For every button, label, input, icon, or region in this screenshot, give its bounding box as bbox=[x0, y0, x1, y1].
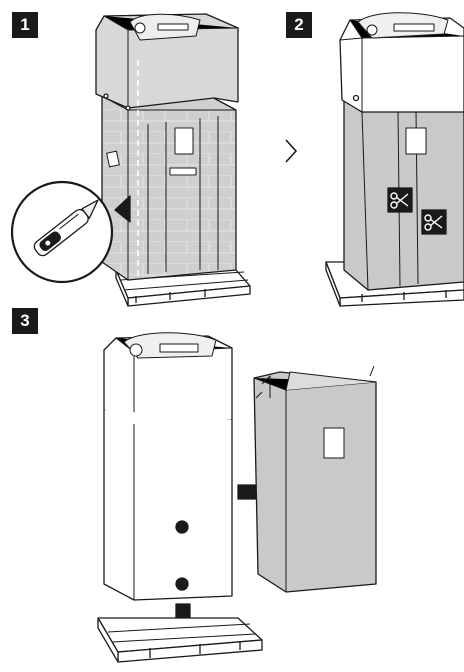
pallet-3 bbox=[97, 617, 263, 663]
step-1-label: 1 bbox=[12, 12, 38, 38]
step-2-label: 2 bbox=[286, 12, 312, 38]
utility-knife-callout bbox=[10, 180, 131, 284]
step-3-illustration bbox=[97, 332, 377, 663]
scissors-icon bbox=[421, 209, 447, 235]
heat-pump-top-2 bbox=[339, 12, 464, 113]
wrapped-heat-pump-1 bbox=[95, 13, 239, 284]
removed-cover-bag bbox=[253, 365, 377, 593]
scissors-icon bbox=[387, 187, 413, 213]
heat-pump-unit-3 bbox=[103, 332, 233, 601]
step-3-label: 3 bbox=[12, 308, 38, 334]
utility-knife-icon bbox=[33, 199, 99, 257]
chevron-right-icon bbox=[285, 139, 298, 163]
step-2-illustration bbox=[325, 12, 464, 307]
step-1-illustration bbox=[10, 13, 251, 307]
